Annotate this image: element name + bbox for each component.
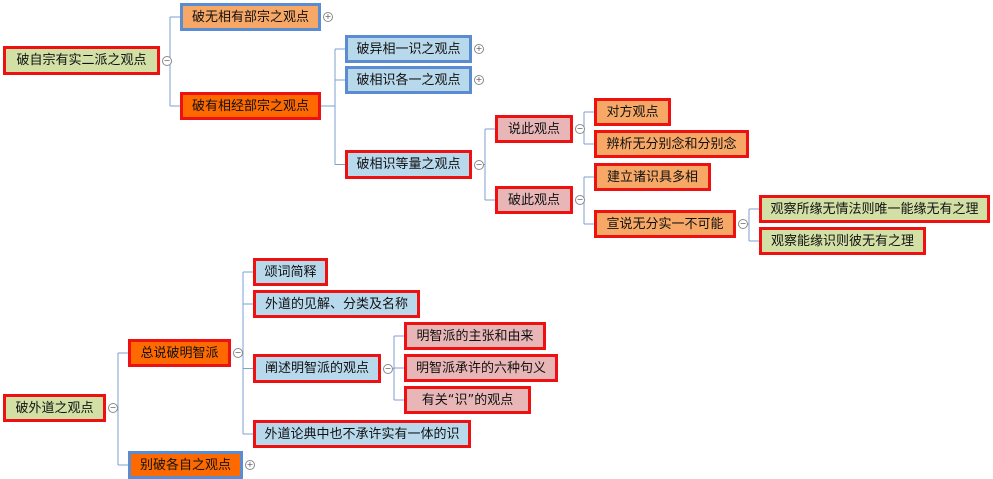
node-opponent-view[interactable]: 对方观点 bbox=[594, 98, 671, 126]
expand-plus-icon[interactable]: + bbox=[474, 44, 484, 54]
node-verse-explanation[interactable]: 颂词简释 bbox=[253, 258, 328, 286]
node-mind-many-aspects[interactable]: 建立诸识具多相 bbox=[594, 163, 711, 191]
node-label: 破异相一识之观点 bbox=[356, 41, 461, 57]
node-label: 破外道之观点 bbox=[15, 400, 94, 416]
node-refute-vaibhashika[interactable]: 破无相有部宗之观点 bbox=[180, 3, 321, 31]
expand-plus-icon[interactable]: + bbox=[323, 12, 333, 22]
node-no-single-real-mind[interactable]: 外道论典中也不承许实有一体的识 bbox=[253, 420, 471, 448]
node-label: 明智派的主张和由来 bbox=[416, 328, 534, 344]
node-six-categories[interactable]: 明智派承许的六种句义 bbox=[404, 354, 558, 382]
node-root-non-buddhist[interactable]: 破外道之观点 bbox=[3, 394, 106, 422]
node-label: 破无相有部宗之观点 bbox=[191, 9, 309, 25]
node-outsider-views-classes[interactable]: 外道的见解、分类及名称 bbox=[253, 290, 420, 318]
node-nonconceptual-analysis[interactable]: 辨析无分别念和分别念 bbox=[594, 130, 749, 158]
node-label: 破相识各一之观点 bbox=[356, 72, 461, 88]
node-refute-sautrantika[interactable]: 破有相经部宗之观点 bbox=[180, 92, 321, 120]
node-label: 外道的见解、分类及名称 bbox=[264, 296, 408, 312]
node-label: 颂词简释 bbox=[264, 264, 317, 280]
node-label: 总说破明智派 bbox=[140, 345, 219, 361]
node-partless-impossible[interactable]: 宣说无分实一不可能 bbox=[594, 210, 736, 238]
node-label: 别破各自之观点 bbox=[139, 457, 231, 473]
node-state-view[interactable]: 说此观点 bbox=[495, 115, 573, 143]
node-vaisheshika-view[interactable]: 阐述明智派的观点 bbox=[253, 354, 381, 383]
node-label: 破相识等量之观点 bbox=[356, 157, 461, 172]
node-label: 辨析无分别念和分别念 bbox=[606, 136, 737, 152]
node-diverse-aspects-one-mind[interactable]: 破异相一识之观点 bbox=[345, 35, 472, 63]
node-label: 宣说无分实一不可能 bbox=[606, 216, 724, 232]
node-label: 阐述明智派的观点 bbox=[264, 361, 369, 376]
collapse-minus-icon[interactable]: − bbox=[383, 363, 393, 374]
node-refute-view[interactable]: 破此观点 bbox=[495, 186, 573, 214]
node-label: 破有相经部宗之观点 bbox=[191, 98, 309, 114]
node-label: 有关“识”的观点 bbox=[421, 392, 514, 408]
collapse-minus-icon[interactable]: − bbox=[575, 195, 585, 205]
node-label: 说此观点 bbox=[507, 121, 560, 137]
expand-plus-icon[interactable]: + bbox=[245, 460, 255, 470]
node-claims-and-origin[interactable]: 明智派的主张和由来 bbox=[404, 322, 546, 350]
node-label: 观察能缘识则彼无有之理 bbox=[770, 233, 914, 249]
node-label: 外道论典中也不承许实有一体的识 bbox=[264, 426, 460, 442]
collapse-minus-icon[interactable]: − bbox=[108, 403, 118, 413]
node-about-consciousness[interactable]: 有关“识”的观点 bbox=[404, 386, 531, 414]
collapse-minus-icon[interactable]: − bbox=[162, 55, 172, 66]
collapse-minus-icon[interactable]: − bbox=[738, 219, 748, 229]
collapse-minus-icon[interactable]: − bbox=[575, 124, 585, 134]
node-equal-number[interactable]: 破相识等量之观点 bbox=[345, 150, 472, 179]
node-label: 对方观点 bbox=[606, 104, 659, 120]
node-general-vaisheshika[interactable]: 总说破明智派 bbox=[128, 339, 231, 367]
node-label: 破自宗有实二派之观点 bbox=[16, 53, 147, 68]
node-label: 明智派承许的六种句义 bbox=[415, 360, 546, 376]
node-examine-subject[interactable]: 观察能缘识则彼无有之理 bbox=[759, 227, 926, 255]
node-label: 观察所缘无情法则唯一能缘无有之理 bbox=[770, 201, 979, 217]
node-individual-refutation[interactable]: 别破各自之观点 bbox=[128, 451, 243, 479]
expand-plus-icon[interactable]: + bbox=[474, 75, 484, 85]
node-aspect-mind-each-one[interactable]: 破相识各一之观点 bbox=[345, 66, 472, 94]
collapse-minus-icon[interactable]: − bbox=[233, 348, 243, 358]
node-label: 破此观点 bbox=[507, 192, 560, 208]
collapse-minus-icon[interactable]: − bbox=[474, 159, 484, 170]
node-root-self-schools[interactable]: 破自宗有实二派之观点 bbox=[3, 46, 160, 75]
node-label: 建立诸识具多相 bbox=[606, 169, 698, 185]
node-examine-object[interactable]: 观察所缘无情法则唯一能缘无有之理 bbox=[759, 195, 990, 223]
